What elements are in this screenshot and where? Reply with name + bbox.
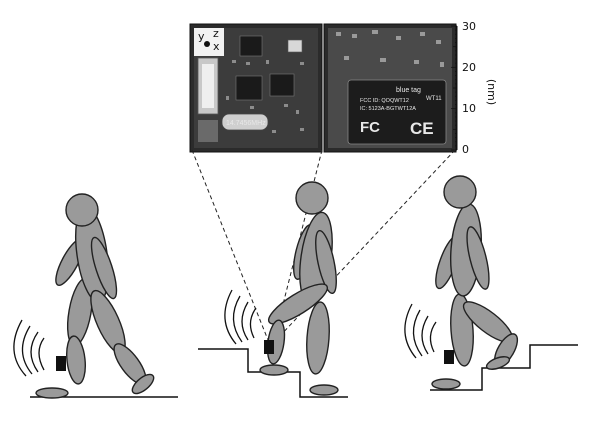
sensor-board-back: blue tag WT11 FCC ID: QOQWT12 IC: 5123A-…	[323, 23, 457, 153]
scale-ruler: 30 20 10 0 (nm)	[451, 20, 498, 156]
scale-tick-20: 20	[462, 61, 476, 74]
axis-label-y: y	[198, 30, 205, 43]
stair-outline	[430, 344, 578, 391]
fc-mark: FC	[360, 119, 380, 136]
figure-climbing-stairs	[404, 175, 578, 391]
figure-walking-level-ground	[13, 193, 178, 399]
scale-tick-0: 0	[462, 143, 469, 156]
scale-tick-30: 30	[462, 20, 476, 33]
module-brand: blue tag	[396, 87, 421, 94]
sensor-board-front: y z x 14.7456MHz	[189, 23, 323, 153]
signal-waves-icon	[224, 289, 257, 345]
signal-waves-icon	[404, 303, 437, 359]
sensor-board-photos: y z x 14.7456MHz	[189, 20, 498, 156]
bluetooth-module	[347, 79, 447, 145]
crystal-label: 14.7456MHz	[226, 120, 266, 127]
fcc-id: FCC ID: QOQWT12	[360, 98, 409, 104]
axis-origin-icon	[204, 41, 210, 47]
ankle-sensor-icon	[56, 356, 66, 371]
ankle-sensor-icon	[264, 340, 274, 354]
scale-tick-10: 10	[462, 102, 476, 115]
axis-label-x: x	[213, 40, 220, 53]
ankle-sensor-icon	[444, 350, 454, 364]
figure-stepping-up-stair	[198, 181, 348, 398]
ic-id: IC: 5123A-BGTWT12A	[360, 106, 416, 112]
scale-unit-label: (nm)	[485, 79, 498, 105]
module-model: WT11	[426, 96, 442, 102]
signal-waves-icon	[13, 319, 45, 377]
axis-label-z: z	[213, 27, 219, 40]
ce-mark: CE	[410, 119, 434, 138]
